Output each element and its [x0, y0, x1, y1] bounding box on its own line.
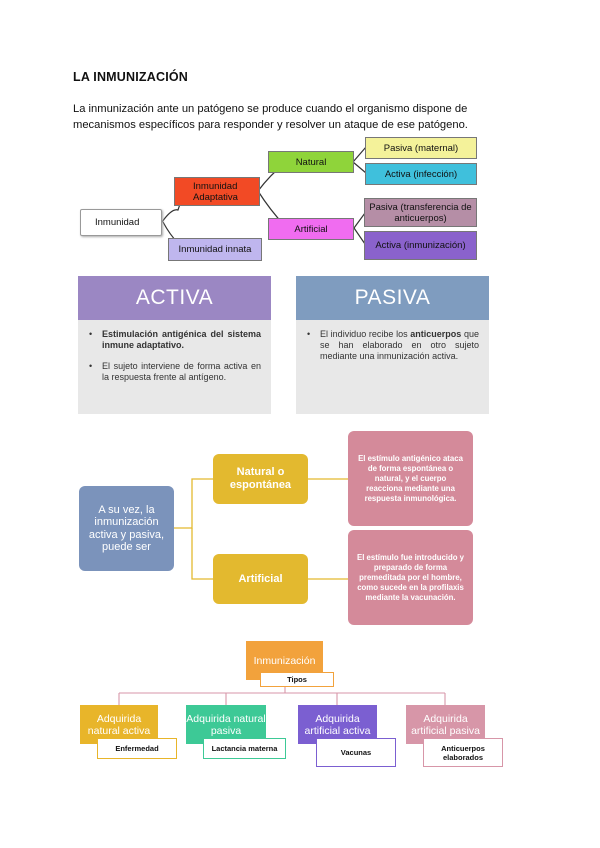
tipos-sublabel: Tipos [260, 672, 334, 687]
tipo-natural-activa: Adquirida natural activa [80, 705, 158, 744]
node-artificial: Artificial [268, 218, 354, 240]
tipo-natural-pasiva-sub: Lactancia materna [203, 738, 286, 759]
tipo-artificial-activa-sub: Vacunas [316, 738, 396, 767]
panel-pasiva: PASIVA El individuo recibe los anticuerp… [296, 276, 489, 414]
tipo-artificial-activa: Adquirida artificial activa [298, 705, 377, 744]
panel-pasiva-title: PASIVA [296, 276, 489, 320]
tipo-artificial-pasiva-sub: Anticuerpos elaborados [423, 738, 503, 767]
flow-natural: Natural o espontánea [213, 454, 308, 504]
page-title: LA INMUNIZACIÓN [73, 70, 189, 84]
flow-natural-description: El estímulo antigénico ataca de forma es… [348, 431, 473, 526]
node-pasiva-transferencia: Pasiva (transferencia de anticuerpos) [364, 198, 477, 227]
panel-activa-bullets: Estimulación antigénica del sistema inmu… [78, 320, 271, 383]
tipo-artificial-pasiva: Adquirida artificial pasiva [406, 705, 485, 744]
tipo-natural-pasiva: Adquirida natural pasiva [186, 705, 266, 744]
intro-paragraph: La inmunización ante un patógeno se prod… [73, 103, 468, 131]
panel-activa-title: ACTIVA [78, 276, 271, 320]
node-inmunidad-adaptativa: Inmunidad Adaptativa [174, 177, 260, 206]
node-pasiva-maternal: Pasiva (maternal) [365, 137, 477, 159]
node-natural: Natural [268, 151, 354, 173]
flow-source: A su vez, la inmunización activa y pasiv… [79, 486, 174, 571]
node-activa-infeccion: Activa (infección) [365, 163, 477, 185]
panel-activa: ACTIVA Estimulación antigénica del siste… [78, 276, 271, 414]
node-inmunidad-innata: Inmunidad innata [168, 238, 262, 261]
node-activa-inmunizacion: Activa (inmunización) [364, 231, 477, 260]
flow-connectors [174, 478, 348, 580]
panel-pasiva-bullets: El individuo recibe los anticuerpos que … [296, 320, 489, 362]
tipo-natural-activa-sub: Enfermedad [97, 738, 177, 759]
flow-artificial-description: El estímulo fue introducido y preparado … [348, 530, 473, 625]
node-inmunidad: Inmunidad [80, 209, 162, 236]
flow-artificial: Artificial [213, 554, 308, 604]
